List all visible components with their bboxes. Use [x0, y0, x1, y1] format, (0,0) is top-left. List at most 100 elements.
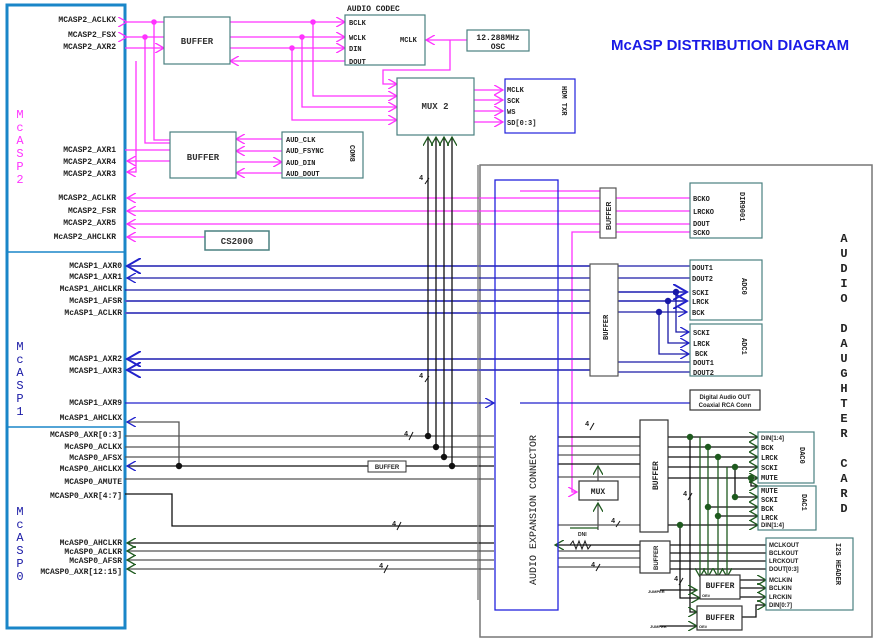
- section-letter: A: [16, 531, 24, 545]
- pin-lrck: LRCK: [692, 299, 710, 307]
- pin-aud-fsync: AUD_FSYNC: [286, 148, 324, 156]
- bus-width-markers: [383, 177, 693, 586]
- mcasp1-junctions: [655, 288, 680, 316]
- pin-dout: DOUT[0:3]: [769, 567, 799, 573]
- i2s-header: MCLKOUT BCLKOUT LRCKOUT DOUT[0:3] MCLKIN…: [765, 537, 854, 611]
- buffer-label: BUFFER: [652, 461, 661, 490]
- oscillator: 12.288MHz OSC: [466, 29, 530, 52]
- pin-sck: SCK: [507, 98, 520, 106]
- buffer-i2s-in-1: BUFFER OE#: [699, 574, 741, 600]
- mcasp1-wiring: [125, 190, 690, 403]
- pin-label: MCASP2_ACLKR: [58, 194, 116, 203]
- daughter-card-letter: C: [840, 457, 847, 471]
- pin-label: MCASP0_AXR[4:7]: [50, 492, 122, 501]
- pin-bcko: BCKO: [693, 196, 710, 204]
- section-letter: M: [16, 505, 23, 519]
- dni-label: DNI: [578, 532, 587, 538]
- pin-lrckin: LRCKIN: [769, 595, 792, 601]
- section-letter: A: [16, 134, 24, 148]
- buffer-i2s: BUFFER: [639, 540, 671, 574]
- pin-aud-clk: AUD_CLK: [286, 137, 316, 145]
- pin-scki: SCKI: [761, 465, 778, 473]
- pin-scki: SCKI: [761, 497, 778, 505]
- pin-label: MCASP2_FSR: [68, 207, 116, 216]
- daughter-card-letter: D: [840, 262, 847, 276]
- buffer-label: BUFFER: [606, 202, 613, 230]
- section-letter: c: [16, 518, 23, 532]
- audio-codec: AUDIO CODEC BCLK WCLK DIN DOUT MCLK: [344, 5, 426, 67]
- buffer-label: BUFFER: [181, 37, 214, 47]
- pin-label: McASP1_AHCLKX: [60, 414, 123, 423]
- buffer-adc: BUFFER: [589, 263, 619, 377]
- pin-label: MCASP0_AXR[0:3]: [50, 431, 122, 440]
- bus-width-label: 4: [611, 518, 615, 526]
- jumper-label: JUMPER: [650, 624, 667, 629]
- pin-label: MCASP2_AXR1: [63, 146, 116, 155]
- pin-label: McASP1_AFSR: [69, 297, 122, 306]
- pin-bck: BCK: [761, 506, 774, 514]
- pin-aud-dout: AUD_DOUT: [286, 171, 320, 179]
- buffer-label: BUFFER: [375, 465, 400, 471]
- pin-mclkin: MCLKIN: [769, 578, 792, 584]
- mux2-label: MUX 2: [421, 102, 448, 112]
- pin-din: DIN[1:4]: [761, 523, 784, 529]
- digital-out-label: Digital Audio OUT: [699, 395, 750, 401]
- bus-width-label: 4: [379, 563, 383, 571]
- pin-label: McASP0_ACLKR: [64, 548, 122, 557]
- daughter-card-letter: U: [840, 352, 847, 366]
- pin-mute: MUTE: [761, 488, 778, 496]
- daughter-card-letter: A: [840, 232, 848, 246]
- bus-width-label: 4: [404, 431, 408, 439]
- daughter-card-letter: E: [840, 412, 847, 426]
- section-letter: P: [16, 392, 23, 406]
- dac0-title: DAC0: [797, 447, 805, 464]
- buffer-mcasp2-com: BUFFER: [169, 131, 237, 179]
- buffer-i2s-in-2: BUFFER OE#: [696, 605, 743, 631]
- pin-mclk: MCLK: [400, 37, 418, 45]
- pin-label: McASP0_AHCLKR: [60, 539, 123, 548]
- cs2000: CS2000: [204, 230, 270, 251]
- pin-bclk: BCLK: [349, 20, 367, 28]
- pin-label: MCASP1_AXR2: [69, 355, 122, 364]
- hdmi-transmitter: MCLK SCK WS SD[0:3] HDM TXR: [504, 78, 576, 134]
- pin-bck: BCK: [761, 445, 774, 453]
- section-letter: S: [16, 379, 23, 393]
- pin-label: MCASP0_AMUTE: [64, 478, 122, 487]
- mcasp0-section-label: McASP0: [16, 505, 24, 584]
- dac1: MUTE SCKI BCK LRCK DIN[1:4] DAC1: [757, 485, 817, 531]
- osc-frequency: 12.288MHz: [476, 34, 519, 43]
- hdmi-title: HDM TXR: [559, 86, 567, 116]
- pin-mclk: MCLK: [507, 87, 525, 95]
- buffer-dac: BUFFER: [639, 419, 669, 533]
- section-letter: M: [16, 340, 23, 354]
- pin-label: MCASP1_AXR3: [69, 367, 122, 376]
- pin-mute: MUTE: [761, 475, 778, 483]
- pin-label: MCASP1_AXR9: [69, 399, 122, 408]
- section-letter: S: [16, 544, 23, 558]
- section-letter: A: [16, 366, 24, 380]
- pin-din: DIN: [349, 46, 362, 54]
- pin-label: MCASP2_ACLKX: [58, 16, 116, 25]
- adc0: DOUT1 DOUT2 SCKI LRCK BCK ADC0: [689, 259, 763, 321]
- daughter-card-letter: D: [840, 502, 847, 516]
- digital-audio-out: Digital Audio OUT Coaxial RCA Conn: [689, 389, 761, 411]
- buffer-ahclkx: BUFFER: [367, 460, 407, 473]
- pin-label: McASP0_AFSR: [69, 557, 122, 566]
- pin-bck: BCK: [695, 351, 708, 359]
- adc1-title: ADC1: [739, 338, 747, 355]
- section-letter: S: [16, 147, 23, 161]
- pin-sd: SD[0:3]: [507, 120, 536, 128]
- daughter-card-letter: R: [840, 487, 848, 501]
- bus-width-label: 4: [419, 373, 423, 381]
- pin-scki: SCKI: [693, 330, 710, 338]
- section-letter: 2: [16, 173, 23, 187]
- pin-label: MCASP1_AXR0: [69, 262, 122, 271]
- pin-label: MCASP2_AXR5: [63, 219, 116, 228]
- dac0: DIN[1:4] BCK LRCK SCKI MUTE DAC0: [757, 431, 815, 484]
- daughter-card-letter: R: [840, 427, 848, 441]
- buffer-dir9001: BUFFER: [599, 187, 617, 239]
- audio-codec-title: AUDIO CODEC: [347, 5, 400, 14]
- diagram-title: McASP DISTRIBUTION DIAGRAM: [611, 37, 849, 54]
- section-letter: c: [16, 353, 23, 367]
- pin-bclkin: BCLKIN: [769, 586, 792, 592]
